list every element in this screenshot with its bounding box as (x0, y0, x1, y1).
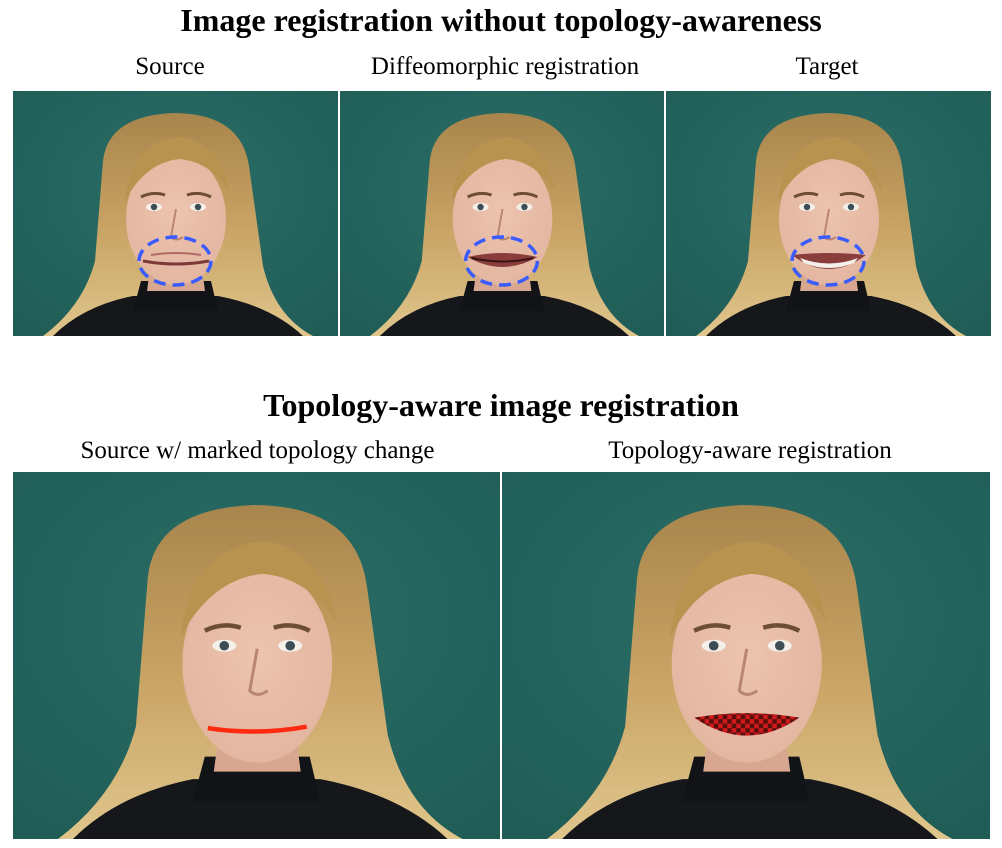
source-marked-face-image (13, 472, 500, 839)
label-target: Target (795, 53, 859, 80)
diffeomorphic-face-image (340, 91, 664, 336)
source-face-image (13, 91, 338, 336)
label-source: Source (135, 53, 205, 80)
label-topology-aware-registration: Topology-aware registration (608, 437, 892, 464)
heading-top: Image registration without topology-awar… (180, 2, 822, 38)
topology-aware-face-image (502, 472, 990, 839)
heading-bottom: Topology-aware image registration (263, 387, 739, 423)
target-face-image (666, 91, 991, 336)
label-diffeomorphic-registration: Diffeomorphic registration (370, 53, 640, 80)
label-source-marked-topology: Source w/ marked topology change (80, 437, 435, 464)
